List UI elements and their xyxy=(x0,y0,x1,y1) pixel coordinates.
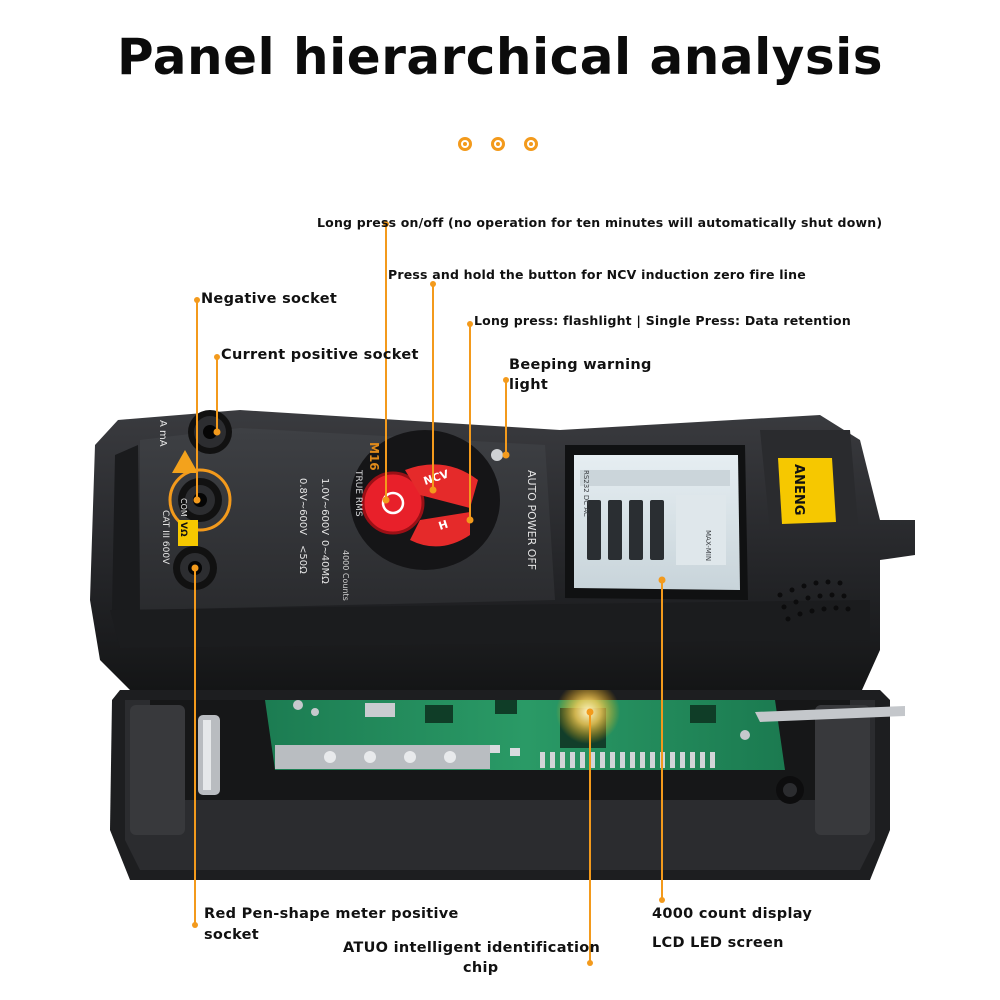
range-1-label: 1.0V~600V xyxy=(319,478,330,535)
decor-dot-3 xyxy=(524,137,538,151)
callout-negative: Negative socket xyxy=(201,291,338,307)
hold-button-label: H xyxy=(437,518,450,533)
cat-label: CAT III 600V xyxy=(160,510,170,565)
callout-display-line2: LCD LED screen xyxy=(652,935,784,951)
callout-beep-line2: light xyxy=(509,377,549,393)
page-title: Panel hierarchical analysis xyxy=(116,28,884,86)
callout-power: Long press on/off (no operation for ten … xyxy=(317,215,883,230)
callout-chip-line2: chip xyxy=(463,960,499,976)
model-label: M16 xyxy=(367,442,381,471)
counts-label: 4000 Counts xyxy=(341,550,350,601)
brand-logo: ANENG xyxy=(791,464,806,515)
socket-a-label: A mA xyxy=(157,420,168,447)
lcd-text: RS232 DC AC xyxy=(582,470,590,517)
socket-com-label: COM xyxy=(179,498,188,517)
true-rms-label: TRUE RMS xyxy=(353,469,363,517)
range-4-label: <50Ω xyxy=(297,545,308,574)
callout-ncv: Press and hold the button for NCV induct… xyxy=(388,267,806,282)
decor-dot-1 xyxy=(458,137,472,151)
range-2-label: 0.8V~600V xyxy=(297,478,308,535)
callout-red-pen-line1: Red Pen-shape meter positive xyxy=(204,906,459,922)
decor-dot-2 xyxy=(491,137,505,151)
callout-red-pen-line2: socket xyxy=(204,927,260,943)
lcd-mode-text: MAX-MIN xyxy=(704,530,712,561)
callout-chip-line1: ATUO intelligent identification xyxy=(343,940,601,956)
range-3-label: 0~40MΩ xyxy=(319,540,330,584)
callout-beep-line1: Beeping warning xyxy=(509,357,652,373)
auto-power-off-label: AUTO POWER OFF xyxy=(525,470,538,570)
callout-flashlight: Long press: flashlight | Single Press: D… xyxy=(474,313,851,328)
socket-v-label: VΩ xyxy=(178,522,188,537)
callout-display-line1: 4000 count display xyxy=(652,906,813,922)
callout-current: Current positive socket xyxy=(221,347,419,363)
